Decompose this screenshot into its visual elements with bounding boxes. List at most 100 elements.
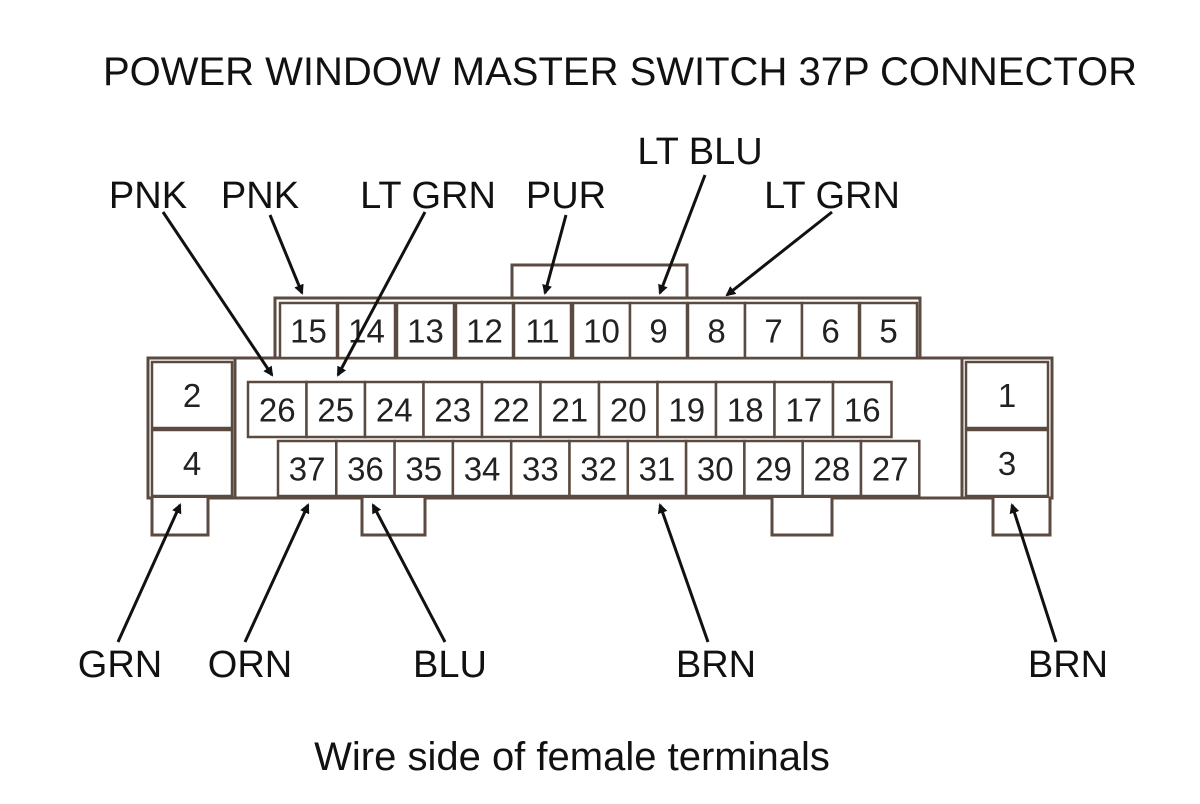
pin-31: 31 [626, 439, 688, 498]
pin-21: 21 [539, 380, 601, 439]
pin-cell [336, 301, 397, 360]
leader-pin25 [336, 211, 427, 377]
wire-label-pin4: GRN [78, 644, 162, 686]
pin-cell [684, 439, 746, 498]
leader-pin9 [658, 174, 707, 295]
pin-number: 26 [259, 392, 296, 429]
pin-25: 25 [305, 380, 367, 439]
pin-number: 21 [551, 392, 588, 429]
leader-pin15 [268, 214, 304, 295]
pin-number: 15 [290, 313, 327, 350]
pin-number: 13 [407, 313, 444, 350]
pin-cell [831, 380, 893, 439]
pin-10: 10 [571, 301, 632, 360]
pin-number: 11 [525, 313, 559, 350]
pin-6: 6 [800, 301, 861, 360]
pin-30: 30 [684, 439, 746, 498]
pin-number: 12 [466, 313, 503, 350]
pin-13: 13 [395, 301, 456, 360]
wire-labels: PNK PNK LT GRN PUR LT BLU LT GRN GRN ORN… [78, 131, 1108, 686]
leader-pin36 [371, 503, 447, 643]
pin-number: 33 [522, 451, 559, 488]
pin-number: 30 [697, 451, 734, 488]
wire-label-pin15: PNK [221, 175, 299, 217]
pin-number: 37 [289, 451, 326, 488]
leader-lines [116, 174, 1058, 643]
wire-label-pin11: PUR [526, 175, 606, 217]
pin-number: 22 [493, 392, 530, 429]
pin-1: 1 [964, 360, 1050, 430]
pin-4: 4 [150, 428, 234, 498]
leader-pin3 [1009, 503, 1058, 643]
pin-cell [395, 301, 456, 360]
pin-29: 29 [743, 439, 804, 498]
pin-number: 10 [583, 313, 620, 350]
pin-3: 3 [964, 428, 1050, 498]
pin-22: 22 [480, 380, 542, 439]
pin-27: 27 [859, 439, 921, 498]
pin-19: 19 [656, 380, 718, 439]
wire-label-pin9: LT BLU [637, 131, 762, 173]
pin-number: 35 [405, 451, 442, 488]
pin-16: 16 [831, 380, 893, 439]
pin-20: 20 [597, 380, 659, 439]
pin-cell [964, 360, 1050, 430]
latch-foot-right [991, 498, 1052, 537]
pin-number: 3 [998, 445, 1016, 482]
pin-cell [743, 439, 804, 498]
pin-number: 4 [183, 445, 201, 482]
wire-label-pin3: BRN [1028, 644, 1108, 686]
wire-label-pin26: PNK [109, 175, 187, 217]
pin-26: 26 [246, 380, 308, 439]
pin-number: 5 [879, 313, 897, 350]
pin-number: 32 [580, 451, 617, 488]
pin-34: 34 [451, 439, 513, 498]
pin-2: 2 [150, 360, 234, 430]
pin-11: 11 [512, 301, 573, 360]
pin-number: 18 [727, 392, 764, 429]
pin-cell [743, 301, 804, 360]
diagram-title: POWER WINDOW MASTER SWITCH 37P CONNECTOR [103, 50, 1137, 94]
latch-foot-mid-left [360, 498, 427, 537]
pin-37: 37 [276, 439, 338, 498]
pin-number: 24 [376, 392, 413, 429]
pin-28: 28 [801, 439, 863, 498]
leader-pin11 [542, 214, 568, 295]
pin-cell [422, 380, 484, 439]
pin-17: 17 [773, 380, 835, 439]
leader-pin26 [161, 211, 274, 377]
pin-cell [278, 301, 339, 360]
pin-18: 18 [714, 380, 776, 439]
pin-cell [858, 301, 919, 360]
pin-number: 2 [183, 377, 201, 414]
pin-35: 35 [393, 439, 455, 498]
pin-number: 31 [639, 451, 676, 488]
pin-number: 29 [755, 451, 792, 488]
pin-33: 33 [509, 439, 571, 498]
pin-cell [800, 301, 861, 360]
pin-number: 6 [821, 313, 839, 350]
pin-number: 36 [347, 451, 384, 488]
pin-number: 16 [844, 392, 881, 429]
pin-cell [335, 439, 396, 498]
pin-cell [363, 380, 425, 439]
pin-cell [393, 439, 455, 498]
pin-number: 20 [610, 392, 647, 429]
pin-number: 27 [872, 451, 909, 488]
leader-pin4 [116, 503, 182, 643]
pin-cell [539, 380, 601, 439]
pin-32: 32 [568, 439, 630, 498]
leader-pin8 [725, 210, 833, 297]
pin-number: 19 [668, 392, 705, 429]
wire-label-pin31: BRN [676, 644, 756, 686]
wire-label-pin8: LT GRN [764, 175, 900, 217]
pin-cell [714, 380, 776, 439]
diagram-caption: Wire side of female terminals [314, 735, 830, 779]
latch-foot-left [150, 498, 210, 537]
pin-9: 9 [628, 301, 689, 360]
pin-number: 17 [785, 392, 822, 429]
pin-cell [964, 428, 1050, 498]
latch-foot-mid-right [770, 498, 834, 537]
